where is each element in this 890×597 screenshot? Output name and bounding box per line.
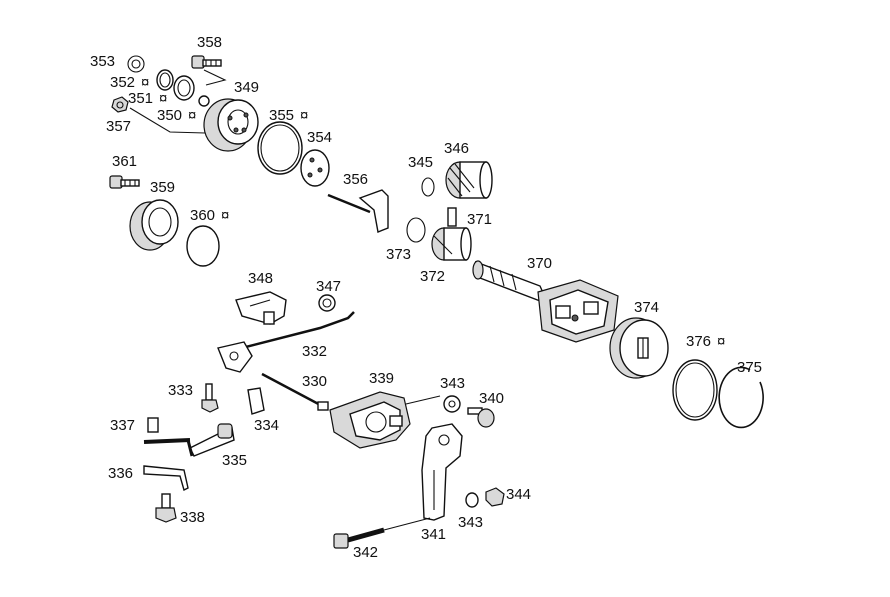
part-343b-washer bbox=[465, 492, 479, 508]
part-347-bush bbox=[318, 294, 336, 312]
label-340: 340 bbox=[479, 390, 504, 407]
part-339-governor bbox=[329, 391, 441, 449]
part-341-lever bbox=[421, 423, 463, 521]
part-350-small-ring bbox=[198, 95, 210, 107]
part-370-pump-body bbox=[537, 279, 619, 343]
part-337-bolt bbox=[143, 417, 194, 457]
part-333-bolt bbox=[201, 383, 219, 413]
label-351: 351 bbox=[128, 90, 153, 107]
part-353-circlip bbox=[127, 55, 145, 73]
part-373-circlip bbox=[406, 217, 426, 243]
part-342-bolt bbox=[333, 517, 431, 549]
part-345-circlip bbox=[421, 177, 435, 197]
part-375-circlip bbox=[718, 366, 764, 429]
label-375: 375 bbox=[737, 359, 762, 376]
label-347: 347 bbox=[316, 278, 341, 295]
part-356-shaft-lever bbox=[327, 189, 389, 233]
part-340-screw bbox=[467, 407, 495, 428]
label-336: 336 bbox=[108, 465, 133, 482]
label-376: 376 bbox=[686, 333, 711, 350]
marker-352: ¤ bbox=[141, 74, 149, 91]
label-346: 346 bbox=[444, 140, 469, 157]
label-342: 342 bbox=[353, 544, 378, 561]
part-332-rod bbox=[217, 311, 355, 373]
label-356: 356 bbox=[343, 171, 368, 188]
label-337: 337 bbox=[110, 417, 135, 434]
part-371-key bbox=[447, 207, 457, 227]
part-344-nut bbox=[485, 487, 505, 507]
part-labels: 353 352 ¤ 351 ¤ 350 ¤ 357 358 349 355 ¤ … bbox=[90, 34, 762, 561]
part-351-ring bbox=[173, 75, 195, 101]
part-348-bracket bbox=[235, 291, 287, 325]
part-330-linkage bbox=[261, 372, 329, 411]
label-357: 357 bbox=[106, 118, 131, 135]
label-353: 353 bbox=[90, 53, 115, 70]
marker-360: ¤ bbox=[221, 207, 229, 224]
leader-349 bbox=[203, 69, 227, 86]
label-360: 360 bbox=[190, 207, 215, 224]
part-334-clip bbox=[247, 387, 265, 415]
part-354-plate bbox=[300, 149, 330, 187]
label-348: 348 bbox=[248, 270, 273, 287]
label-349: 349 bbox=[234, 79, 259, 96]
label-330: 330 bbox=[302, 373, 327, 390]
part-359-cover bbox=[129, 199, 179, 251]
label-371: 371 bbox=[467, 211, 492, 228]
part-372-gear bbox=[431, 227, 472, 261]
part-349-housing bbox=[203, 98, 259, 152]
label-344: 344 bbox=[506, 486, 531, 503]
part-370-pump-shaft bbox=[472, 260, 550, 306]
marker-351: ¤ bbox=[159, 90, 167, 107]
part-336-bracket bbox=[143, 465, 189, 492]
part-338-bolt bbox=[155, 493, 177, 523]
marker-355: ¤ bbox=[300, 107, 308, 124]
leader-357 bbox=[129, 107, 206, 134]
label-355: 355 bbox=[269, 107, 294, 124]
label-343b: 343 bbox=[458, 514, 483, 531]
part-361-screw bbox=[109, 175, 140, 189]
label-361: 361 bbox=[112, 153, 137, 170]
part-343a-washer bbox=[443, 395, 461, 413]
label-352: 352 bbox=[110, 74, 135, 91]
label-372: 372 bbox=[420, 268, 445, 285]
marker-350: ¤ bbox=[188, 107, 196, 124]
label-333: 333 bbox=[168, 382, 193, 399]
part-358-bolt bbox=[191, 55, 222, 69]
label-354: 354 bbox=[307, 129, 332, 146]
part-352-ring bbox=[156, 69, 174, 91]
label-338: 338 bbox=[180, 509, 205, 526]
label-335: 335 bbox=[222, 452, 247, 469]
label-358: 358 bbox=[197, 34, 222, 51]
part-357-nut bbox=[111, 96, 129, 113]
part-374-end-cover bbox=[609, 317, 669, 379]
label-370: 370 bbox=[527, 255, 552, 272]
marker-376: ¤ bbox=[717, 333, 725, 350]
label-339: 339 bbox=[369, 370, 394, 387]
label-359: 359 bbox=[150, 179, 175, 196]
part-360-gasket bbox=[186, 225, 220, 267]
label-332: 332 bbox=[302, 343, 327, 360]
label-374: 374 bbox=[634, 299, 659, 316]
label-343a: 343 bbox=[440, 375, 465, 392]
label-334: 334 bbox=[254, 417, 279, 434]
label-341: 341 bbox=[421, 526, 446, 543]
label-350: 350 bbox=[157, 107, 182, 124]
part-346-gear bbox=[445, 161, 493, 199]
label-373: 373 bbox=[386, 246, 411, 263]
part-355-gasket bbox=[257, 121, 303, 175]
part-376-seal-ring bbox=[672, 359, 718, 421]
label-345: 345 bbox=[408, 154, 433, 171]
part-335-strap bbox=[189, 423, 235, 457]
